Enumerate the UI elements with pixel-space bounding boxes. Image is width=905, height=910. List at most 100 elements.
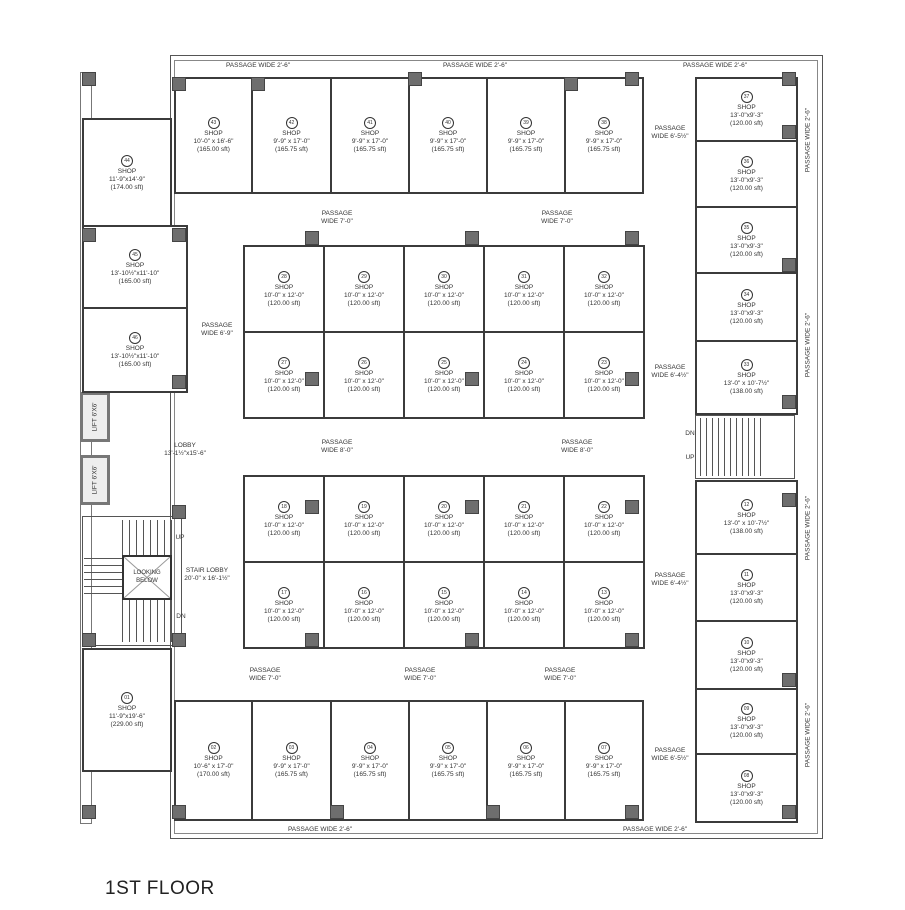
shop-area: (120.00 sft) <box>507 385 541 393</box>
passage-label: PASSAGE WIDE 2'-6" <box>682 62 748 69</box>
structural-column <box>465 633 479 647</box>
passage-label: PASSAGE WIDE 6'-5½" <box>651 125 689 140</box>
stair-step <box>712 418 713 476</box>
shop-number: 32 <box>598 270 610 283</box>
shop-dimensions: 13'-0"x9'-3" <box>730 724 763 731</box>
shop-number: 36 <box>740 155 753 168</box>
shop-number: 03 <box>285 742 298 754</box>
shop-dimensions: 9'-9" x 17'-0" <box>273 138 310 145</box>
structural-column <box>82 633 96 647</box>
shop-number: 16 <box>358 586 370 599</box>
structural-column <box>172 77 186 91</box>
shop-number: 12 <box>740 499 753 511</box>
shop-dimensions: 10'-0" x 12'-0" <box>504 291 544 299</box>
shop-dimensions: 13'-0"x9'-3" <box>730 112 763 119</box>
shop-label: SHOP <box>354 369 374 377</box>
passage-label: PASSAGE WIDE 8'-0" <box>321 439 353 454</box>
shop-area: (120.00 sft) <box>730 317 763 325</box>
shop-dimensions: 9'-9" x 17'-0" <box>585 138 623 145</box>
shop-label: SHOP <box>516 130 536 137</box>
structural-column <box>82 228 96 242</box>
shop-number: 14 <box>518 586 530 599</box>
stair-step <box>157 520 158 555</box>
shop-number: 45 <box>129 248 141 261</box>
shop-label: SHOP <box>117 704 137 712</box>
shop-area: (165.75 sft) <box>509 146 543 153</box>
shop-dimensions: 13'-0"x9'-3" <box>730 590 763 597</box>
shop-number: 46 <box>129 331 141 344</box>
stair-step <box>136 520 137 555</box>
shop-area: (138.00 sft) <box>730 388 763 395</box>
structural-column <box>625 72 639 86</box>
structural-column <box>465 500 479 514</box>
shop-number: 25 <box>438 356 450 369</box>
shop-dimensions: 10'-0" x 12'-0" <box>504 607 544 615</box>
shop-dimensions: 10'-0" x 12'-0" <box>424 521 464 529</box>
lobby-label: LOBBY 13'-1½"x15'-6" <box>164 442 206 458</box>
shop-number: 13 <box>598 586 610 599</box>
passage-label: PASSAGE WIDE 2'-6" <box>287 826 353 833</box>
shop-number: 04 <box>364 742 376 754</box>
shop-number: 35 <box>740 221 753 234</box>
passage-label-vertical: PASSAGE WIDE 2'-6" <box>804 312 812 378</box>
shop-area: (165.75 sft) <box>353 146 387 153</box>
shop-label: SHOP <box>434 283 454 291</box>
shop-number: 33 <box>740 359 753 371</box>
shop-label: SHOP <box>354 513 374 521</box>
shop-dimensions: 10'-0" x 12'-0" <box>424 607 464 615</box>
looking-below-void: LOOKING BELOW <box>122 555 172 600</box>
shop-area: (120.00 sft) <box>427 615 461 623</box>
shop-area: (120.00 sft) <box>347 299 381 307</box>
shop-area: (120.00 sft) <box>507 529 541 537</box>
stair-step <box>84 558 122 559</box>
void-cross-icon <box>124 557 170 598</box>
shop-area: (120.00 sft) <box>730 798 763 806</box>
shop-area: (165.75 sft) <box>353 771 387 778</box>
shop-number: 41 <box>364 117 376 129</box>
shop-dimensions: 9'-9" x 17'-0" <box>273 763 310 770</box>
stair-step <box>164 600 165 642</box>
shop-number: 10 <box>740 636 753 649</box>
shop-number: 30 <box>438 270 450 283</box>
shop-label: SHOP <box>360 755 380 762</box>
shop-label: SHOP <box>516 755 536 762</box>
shop-label: SHOP <box>282 755 301 762</box>
shop-area: (120.00 sft) <box>427 385 461 393</box>
structural-column <box>172 505 186 519</box>
lift-label-2: LIFT 6'X6' <box>91 465 99 495</box>
shop-label: SHOP <box>434 369 454 377</box>
shop-dimensions: 10'-0" x 12'-0" <box>264 377 304 385</box>
stair-step <box>164 520 165 555</box>
shop-number: 42 <box>285 117 298 129</box>
shop-dimensions: 13'-10½"x11'-10" <box>110 269 160 277</box>
shop-dimensions: 10'-0" x 12'-0" <box>344 521 384 529</box>
stair-step <box>706 418 707 476</box>
lift-shaft-2 <box>80 455 110 505</box>
structural-column <box>782 395 796 409</box>
staircase-right <box>695 415 795 479</box>
structural-column <box>172 633 186 647</box>
structural-column <box>782 493 796 507</box>
passage-label: PASSAGE WIDE 7'-0" <box>404 667 436 682</box>
structural-column <box>782 673 796 687</box>
shop-number: 38 <box>598 117 610 129</box>
shop-label: SHOP <box>434 513 454 521</box>
shop-area: (120.00 sft) <box>730 732 763 739</box>
shop-label: SHOP <box>360 130 380 137</box>
shop-number: 40 <box>442 117 454 129</box>
shop-area: (120.00 sft) <box>267 615 301 623</box>
